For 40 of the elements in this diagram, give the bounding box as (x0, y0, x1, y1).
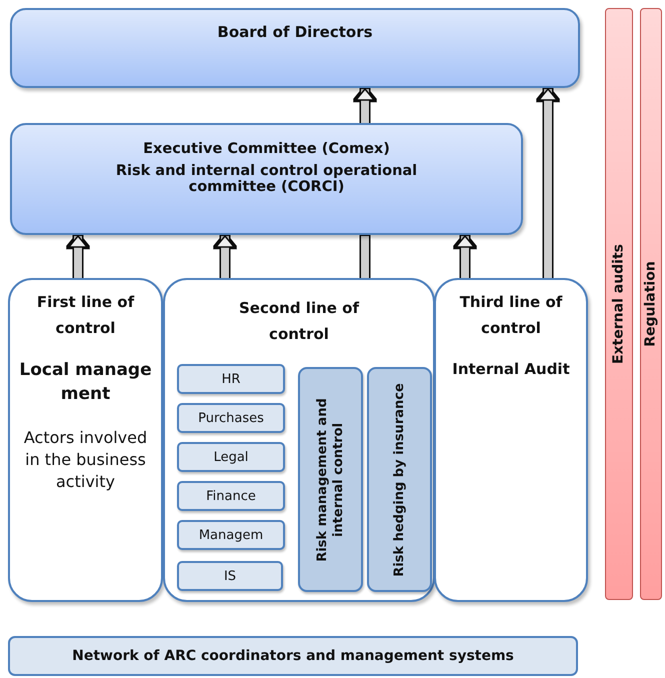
network-label: Network of ARC coordinators and management systems (72, 648, 514, 664)
oversight-band (640, 8, 662, 600)
function-label: Purchases (198, 410, 264, 426)
function-box (177, 364, 285, 394)
control-line-panel (434, 278, 588, 602)
function-box (177, 403, 285, 433)
function-label: Legal (214, 450, 248, 464)
column-label: External audits (610, 242, 628, 366)
function-box (177, 442, 285, 472)
function-label: IS (224, 568, 236, 584)
block-arrow (68, 235, 88, 278)
block-arrow (215, 235, 235, 278)
function-column (367, 367, 432, 592)
column-label: Risk hedging by insurance (391, 382, 408, 578)
panel-description: Actors involved in the business activity (22, 426, 148, 494)
committee-box (10, 123, 523, 235)
function-column (298, 367, 363, 592)
panel-title: Third line of control (458, 292, 564, 338)
column-label: Risk management and internal control (314, 396, 346, 564)
oversight-band (605, 8, 633, 600)
function-label: HR (222, 372, 240, 386)
control-line-panel (163, 278, 435, 602)
block-arrow (355, 88, 375, 123)
block-arrow (538, 88, 558, 278)
function-label: Managem (198, 528, 264, 542)
function-label: Finance (206, 488, 256, 504)
panel-heading: Local management (18, 359, 153, 406)
function-box (177, 561, 283, 591)
box-title: Executive Committee (Comex) (142, 141, 391, 157)
panel-heading: Internal Audit (451, 359, 571, 380)
panel-title: First line of control (36, 292, 136, 338)
function-box (177, 520, 285, 550)
control-line-panel (8, 278, 163, 602)
box-subtitle: Risk and internal control operational committee (CORCI) (114, 163, 418, 195)
panel-title: Second line of control (238, 298, 360, 344)
function-box (177, 481, 285, 511)
network-bar (8, 636, 578, 676)
box-title: Board of Directors (216, 23, 374, 41)
committee-box (10, 8, 580, 88)
column-label: Regulation (642, 260, 660, 349)
